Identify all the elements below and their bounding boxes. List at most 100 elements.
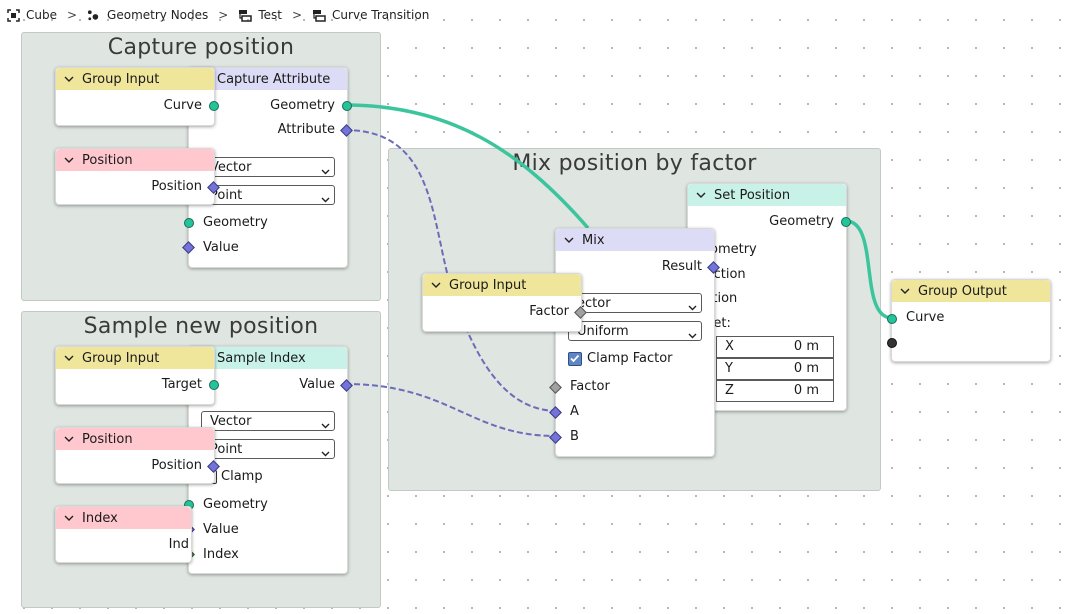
node-header[interactable]: Sample Index [189,347,347,369]
domain-value: Point [210,442,243,457]
socket-label-geometry: Geometry [270,98,335,113]
output-socket-target[interactable] [209,380,219,390]
collapse-chevron-icon[interactable] [64,75,74,83]
breadcrumb-label: Geometry Nodes [107,8,209,22]
node-header[interactable]: Index [56,507,191,529]
collapse-chevron-icon[interactable] [64,354,74,362]
node-title: Group Input [449,277,527,293]
breadcrumb-item-geometry-nodes[interactable]: Geometry Nodes [87,8,208,22]
socket-label-value-out: Value [299,377,335,392]
node-title: Group Input [82,71,160,87]
geometry-nodes-icon [87,8,101,22]
axis-value: 0 m [793,361,819,376]
socket-label-index-in: Index [203,547,239,562]
breadcrumb-separator: > [291,8,303,22]
breadcrumb-label: Cube [26,8,57,22]
node-header[interactable]: Position [56,149,214,171]
chevron-down-icon [688,299,697,319]
socket-label-a: A [570,404,579,419]
node-header[interactable]: Group Input [56,347,214,369]
node-position[interactable]: Position Position [55,148,220,205]
frame-title: Capture position [107,35,295,60]
breadcrumb-separator: > [66,8,78,22]
node-title: Index [82,510,118,526]
node-group-output[interactable]: Group Output Curve [887,279,1051,362]
input-socket-curve[interactable] [887,314,897,324]
axis-value: 0 m [793,339,819,354]
socket-label-value-in: Value [203,240,239,255]
input-socket-geometry[interactable] [184,218,194,228]
axis-label: X [725,339,734,354]
node-group-input-factor[interactable]: Group Input Factor [422,273,587,332]
breadcrumb-item-curve-transition[interactable]: Curve Transition [312,8,429,22]
offset-x-field[interactable]: X 0 m [716,336,834,358]
offset-z-field[interactable]: Z 0 m [716,380,834,402]
node-header[interactable]: Set Position [688,184,846,206]
socket-label-geometry-in: Geometry [203,497,268,512]
data-type-value: Vector [210,414,252,429]
node-title: Group Output [918,283,1007,299]
breadcrumb-item-test[interactable]: Test [238,8,282,22]
socket-label-index: Ind [168,537,189,552]
node-title: Capture Attribute [217,71,331,87]
node-header[interactable]: Capture Attribute [189,68,347,90]
frame-title: Sample new position [83,314,319,339]
chevron-down-icon [321,163,330,183]
socket-label-geometry-in: eometry [702,242,757,257]
axis-label: Y [725,361,733,376]
breadcrumb-label: Test [258,8,282,22]
node-title: Position [82,152,133,168]
chevron-down-icon [321,445,330,465]
node-group-input-target[interactable]: Group Input Target [55,346,219,405]
node-header[interactable]: Mix [556,229,714,251]
node-title: Sample Index [217,350,306,366]
input-socket-empty[interactable] [887,338,897,348]
factor-mode-select[interactable]: Uniform [568,321,702,341]
node-set-position[interactable]: Set Position Geometry eometry lection si… [687,183,851,411]
data-type-select[interactable]: Vector [201,411,335,431]
collapse-chevron-icon[interactable] [564,236,574,244]
node-position[interactable]: Position Position [55,427,220,484]
node-title: Set Position [714,187,791,203]
offset-y-field[interactable]: Y 0 m [716,358,834,380]
socket-label-curve: Curve [163,98,202,113]
breadcrumb-item-object[interactable]: Cube [6,8,57,22]
node-title: Mix [582,232,605,248]
socket-label-factor: Factor [529,304,569,319]
output-socket-geometry[interactable] [342,101,352,111]
collapse-chevron-icon[interactable] [64,156,74,164]
domain-select[interactable]: Point [201,439,335,459]
data-type-value: ector [577,296,611,311]
node-capture-attribute[interactable]: Capture Attribute Geometry Attribute Vec… [182,67,353,268]
collapse-chevron-icon[interactable] [696,191,706,199]
socket-label-target: Target [161,377,202,392]
clamp-factor-label: Clamp Factor [587,351,673,366]
node-header[interactable]: Position [56,428,214,450]
chevron-down-icon [688,327,697,347]
domain-select[interactable]: Point [201,185,335,205]
node-title: Position [82,431,133,447]
collapse-chevron-icon[interactable] [64,435,74,443]
checkmark-icon [570,354,580,363]
node-header[interactable]: Group Input [56,68,214,90]
socket-label-position: Position [151,458,202,473]
data-type-select[interactable]: ector [568,293,702,313]
node-header[interactable]: Group Input [423,274,581,296]
collapse-chevron-icon[interactable] [431,281,441,289]
clamp-factor-checkbox[interactable] [568,352,582,366]
frame-title: Mix position by factor [512,151,757,176]
axis-label: Z [725,383,734,398]
node-group-input-curve[interactable]: Group Input Curve [55,67,219,126]
domain-value: Point [210,188,243,203]
node-index[interactable]: Index Ind [55,506,192,563]
node-mix[interactable]: Mix Result ector Uniform Clamp Factor Fa… [549,228,720,457]
data-type-select[interactable]: Vector [201,157,335,177]
output-socket-curve[interactable] [209,101,219,111]
collapse-chevron-icon[interactable] [900,287,910,295]
node-header[interactable]: Group Output [892,280,1050,302]
collapse-chevron-icon[interactable] [64,514,74,522]
node-title: Group Input [82,350,160,366]
output-socket-geometry[interactable] [841,217,851,227]
socket-label-b: B [570,429,579,444]
breadcrumb-label: Curve Transition [332,8,430,22]
